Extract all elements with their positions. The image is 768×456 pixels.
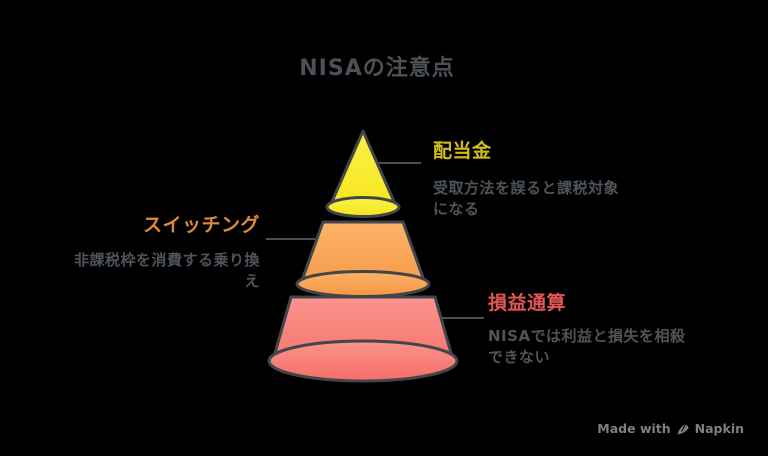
cone-top-lip [325, 196, 401, 218]
funnel-level-switching-shape [295, 220, 431, 298]
dividend-description: 受取方法を誤ると課税対象 になる [433, 179, 620, 218]
switching-description: 非課税枠を消費する乗り換 え [73, 251, 260, 290]
page-title: NISAの注意点 [299, 56, 455, 81]
watermark: Made with Napkin [597, 421, 744, 436]
funnel-level-dividend-shape [325, 129, 401, 218]
funnel-level-loss-offset-shape [267, 295, 459, 383]
pen-nib-icon [677, 423, 689, 434]
cone-bottom-lip [267, 339, 459, 383]
watermark-prefix: Made with [597, 421, 671, 436]
label-block-loss-offset: 損益通算 NISAでは利益と損失を相殺 できない [488, 293, 718, 368]
loss-offset-label: 損益通算 [488, 292, 567, 314]
switching-label: スイッチング [142, 214, 260, 236]
label-block-dividend: 配当金 受取方法を誤ると課税対象 になる [433, 141, 653, 220]
cone-middle-lip [295, 270, 431, 298]
loss-offset-description: NISAでは利益と損失を相殺 できない [488, 327, 686, 366]
connector-lines [266, 162, 484, 319]
watermark-brand: Napkin [694, 421, 744, 436]
label-block-switching: スイッチング 非課税枠を消費する乗り換 え [38, 215, 260, 292]
dividend-label: 配当金 [433, 140, 492, 162]
